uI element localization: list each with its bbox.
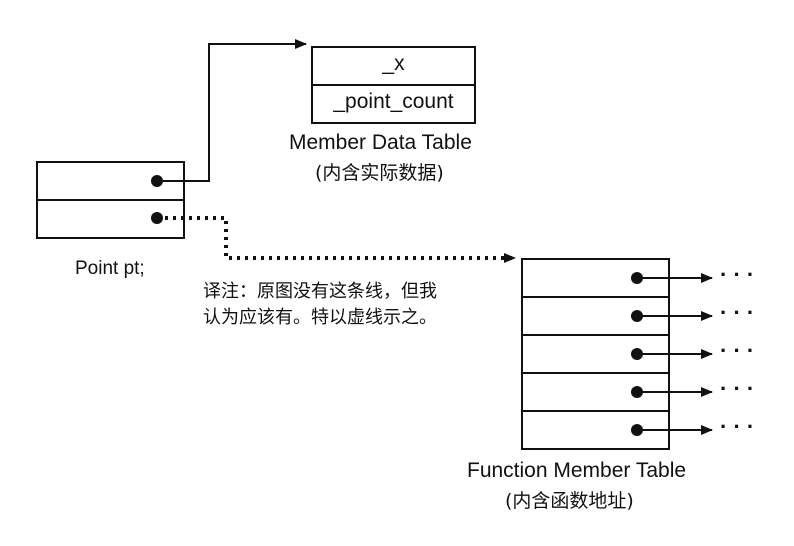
point-object-box (36, 161, 185, 239)
member-row-point-count: _point_count (333, 90, 454, 113)
member-row-x: _x (382, 52, 405, 75)
member-data-table (311, 46, 476, 124)
translator-note-line-1: 译注：原图没有这条线，但我 (203, 281, 437, 302)
arrow-to-member-data-table (157, 39, 307, 182)
member-data-table-title: Member Data Table (289, 131, 472, 154)
function-row-ellipsis: · · · (720, 376, 755, 401)
function-member-table-subtitle: (内含函数地址) (505, 490, 634, 512)
dotted-arrow-to-function-table (157, 216, 516, 263)
function-row-ellipsis: · · · (720, 262, 755, 287)
point-object-caption: Point pt; (75, 258, 145, 279)
function-row-ellipsis: · · · (720, 414, 755, 439)
function-member-table-title: Function Member Table (467, 459, 687, 482)
translator-note-line-2: 认为应该有。特以虚线示之。 (203, 307, 437, 328)
function-row-ellipsis: · · · (720, 300, 755, 325)
member-data-table-subtitle: (内含实际数据) (315, 162, 444, 184)
function-member-table (521, 258, 713, 450)
function-row-ellipsis: · · · (720, 338, 755, 363)
